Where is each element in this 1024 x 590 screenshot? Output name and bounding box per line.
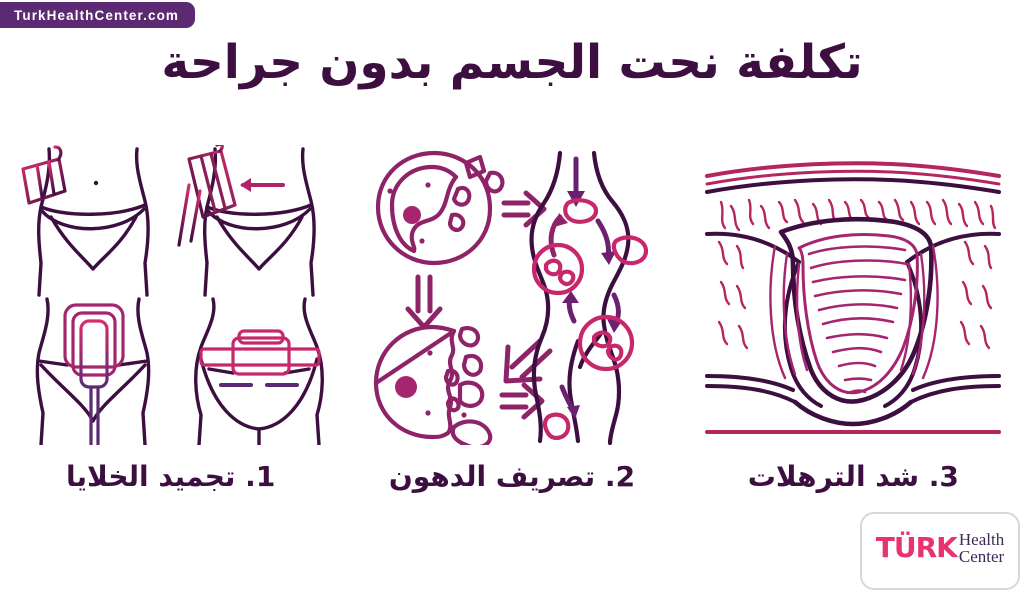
caption-step-3: 3. شد الترهلات [747,460,959,493]
illustration-row [0,140,1024,450]
site-url-text: TurkHealthCenter.com [14,7,180,23]
torso-front-with-angled-applicator [202,147,316,297]
arrow-down [405,274,443,330]
arrow-right-top [501,190,547,228]
brand-logo: TÜRK Health Center [860,512,1020,590]
logo-text-center: Center [958,547,1005,566]
dermal-tissue-texture [718,198,997,350]
logo-wordmark: TÜRK [875,531,958,564]
torso-with-handheld-applicator [35,297,150,445]
fat-drainage-illustration [373,150,649,445]
arrow-diagonal [503,338,553,384]
skin-cross-section-illustration [705,161,1002,434]
fascia-layers [705,374,1002,434]
cryolipolysis-illustration [21,145,324,445]
caption-step-1: 1. تجميد الخلايا [66,460,276,493]
torso-front-with-small-applicator [36,147,150,297]
torso-back-with-belt-applicator [193,297,324,445]
caption-row: 1. تجميد الخلايا 2. تصريف الدهون 3. شد ا… [0,460,1024,493]
muscle-bundle [769,216,940,404]
arrow-right-bottom [499,382,545,420]
applicator-small [21,145,67,205]
applicator-angled [177,145,237,247]
direction-arrow-left [239,178,285,192]
panel-skin-tightening [683,140,1024,450]
site-url-badge: TurkHealthCenter.com [0,2,196,28]
lymph-vessel-network [529,150,649,445]
page-title: تكلفة نحت الجسم بدون جراحة [161,35,863,90]
applicator-belt [199,329,321,376]
panel-cell-freezing [0,140,341,450]
fat-cell-ruptured [373,324,493,445]
fat-cell-intact [375,150,505,266]
panel-fat-drainage [341,140,682,450]
caption-step-2: 2. تصريف الدهون [388,460,636,493]
logo-text-health: Health [958,529,1005,549]
epidermis-layers [705,161,1002,194]
applicator-handheld [63,303,125,445]
